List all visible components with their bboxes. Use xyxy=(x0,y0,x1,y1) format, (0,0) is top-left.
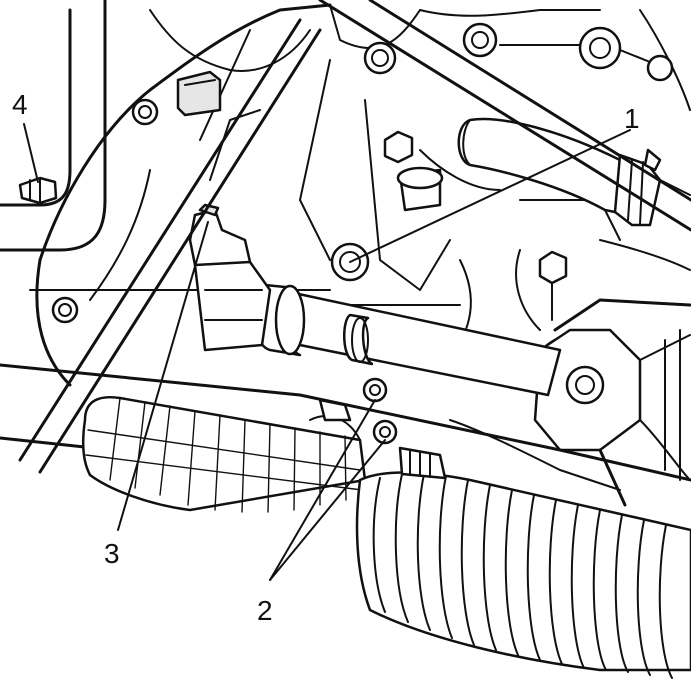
housing-bolts xyxy=(51,22,674,324)
transmission-housing xyxy=(29,3,691,491)
hex-bolt-right xyxy=(538,250,568,321)
rubber-boot xyxy=(355,446,691,679)
mounting-block xyxy=(176,70,222,117)
steering-gear-housing xyxy=(528,298,691,507)
callout-label-4: 4 xyxy=(12,89,28,120)
callout-label-3: 3 xyxy=(104,538,120,569)
leader-4 xyxy=(23,123,39,183)
ball-joint xyxy=(188,203,272,352)
steering-rack-tube xyxy=(81,396,367,513)
callout-label-2: 2 xyxy=(257,595,273,626)
brake-line xyxy=(0,0,107,252)
hex-bolt-top xyxy=(383,130,444,212)
mounting-bolts xyxy=(362,377,398,445)
leader-1 xyxy=(349,129,631,263)
leader-2a xyxy=(269,399,376,581)
leader-3 xyxy=(117,221,209,531)
tie-rod-shaft xyxy=(253,283,562,397)
leader-lines xyxy=(23,123,631,581)
callout-label-1: 1 xyxy=(624,103,640,134)
leader-2b xyxy=(269,439,386,581)
